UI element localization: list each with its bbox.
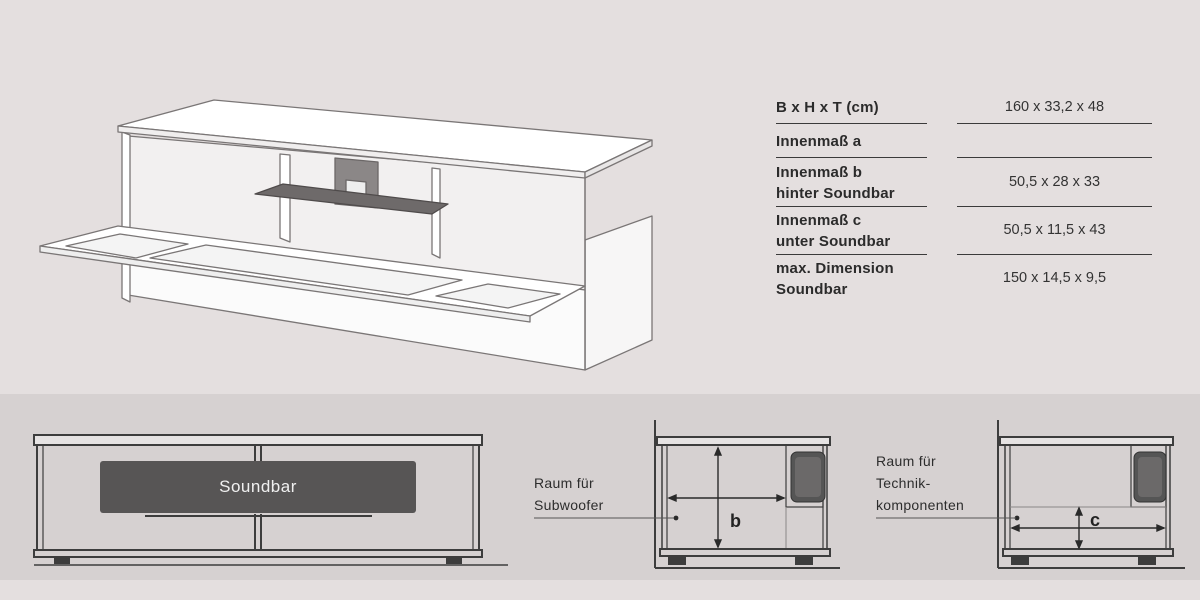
subwoofer-caption: Raum für Subwoofer bbox=[534, 475, 604, 513]
spec-label: B x H x T (cm) bbox=[776, 99, 879, 116]
row-divider bbox=[957, 157, 1152, 158]
side-view-diagram-c bbox=[997, 420, 1185, 569]
front-view-diagram bbox=[33, 434, 508, 566]
row-divider bbox=[776, 123, 927, 124]
spec-value: 50,5 x 28 x 33 bbox=[1008, 174, 1101, 190]
caption-pointer-b bbox=[534, 517, 674, 519]
dimension-b-label: b bbox=[730, 511, 741, 531]
spec-value: 160 x 33,2 x 48 bbox=[1004, 99, 1105, 115]
spec-label: max. Dimension Soundbar bbox=[776, 260, 894, 298]
bottom-strip bbox=[0, 580, 1200, 600]
soundbar-label: Soundbar bbox=[219, 477, 297, 496]
spec-value: 50,5 x 11,5 x 43 bbox=[1003, 222, 1106, 238]
lowboard-3d-illustration bbox=[39, 99, 653, 371]
row-divider bbox=[957, 206, 1152, 207]
spec-label: Innenmaß a bbox=[776, 133, 862, 150]
cropped-title-fragment bbox=[60, 0, 420, 6]
dimension-c-label: c bbox=[1090, 510, 1101, 530]
caption-pointer-c bbox=[876, 517, 1016, 519]
side-view-diagram-b bbox=[654, 420, 840, 569]
spec-label: Innenmaß c unter Soundbar bbox=[776, 212, 891, 250]
row-divider bbox=[957, 254, 1152, 255]
spec-value: 150 x 14,5 x 9,5 bbox=[1002, 270, 1107, 286]
spec-label: Innenmaß b hinter Soundbar bbox=[776, 164, 895, 202]
row-divider bbox=[776, 206, 927, 207]
row-divider bbox=[776, 157, 927, 158]
technik-caption: Raum für Technik- komponenten bbox=[876, 453, 965, 513]
row-divider bbox=[776, 254, 927, 255]
soundbar-shape bbox=[100, 461, 416, 513]
row-divider bbox=[957, 123, 1152, 124]
